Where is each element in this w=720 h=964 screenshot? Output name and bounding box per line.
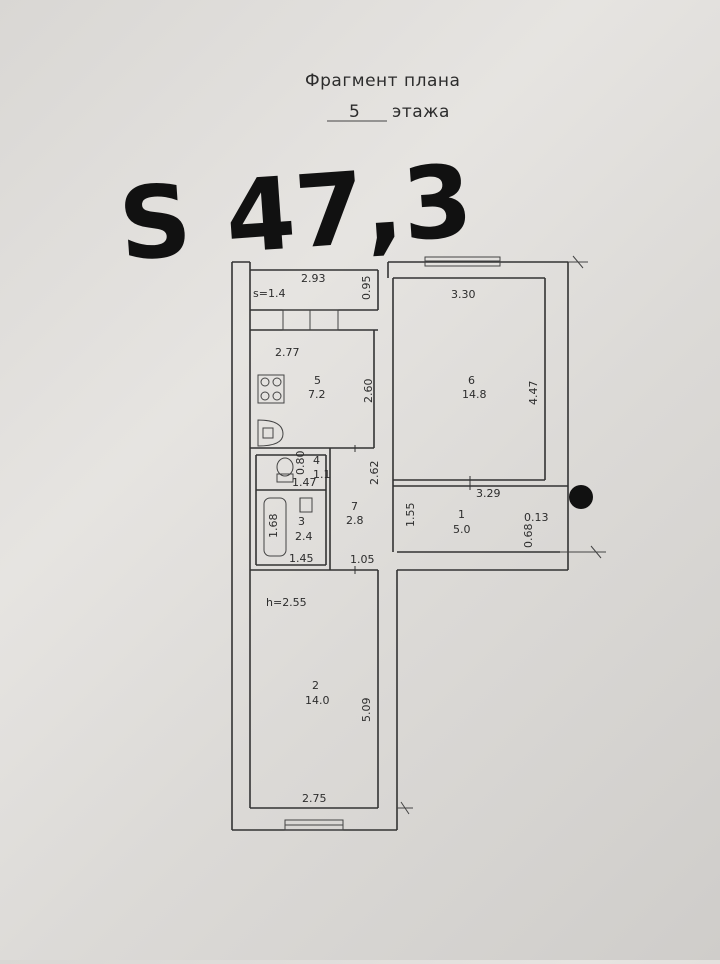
room5-width: 2.77	[275, 346, 300, 359]
room3-depth: 1.68	[267, 514, 280, 539]
plan-title: Фрагмент плана	[305, 71, 460, 91]
floor-number: 5	[349, 102, 360, 122]
room1-depth: 1.55	[404, 503, 417, 528]
room6-area: 14.8	[462, 388, 487, 401]
balcony-depth: 0.95	[360, 276, 373, 301]
stove-icon	[257, 374, 285, 404]
room5-depth: 2.60	[362, 379, 375, 404]
room3-width: 1.45	[289, 552, 314, 565]
extra-dim-a: 0.13	[524, 511, 549, 524]
room1-number: 1	[458, 508, 465, 521]
room6-depth: 4.47	[527, 381, 540, 406]
room2-number: 2	[312, 679, 319, 692]
entrance-door-icon	[569, 485, 593, 509]
balcony-width: 2.93	[301, 272, 326, 285]
room4-width: 0.80	[294, 451, 307, 476]
room4-depth: 1.47	[292, 476, 317, 489]
ceiling-height: h=2.55	[266, 596, 307, 609]
room3-area: 2.4	[295, 530, 313, 543]
room4-area: 1.1	[313, 468, 331, 481]
balcony-area: s=1.4	[253, 287, 285, 300]
outer-walls	[231, 261, 569, 831]
room3-number: 3	[298, 515, 305, 528]
room1-width: 3.29	[476, 487, 501, 500]
room5-number: 5	[314, 374, 321, 387]
room7-number: 7	[351, 500, 358, 513]
room5-area: 7.2	[308, 388, 326, 401]
room1-area: 5.0	[453, 523, 471, 536]
room7-area: 2.8	[346, 514, 364, 527]
sink-icon	[257, 419, 284, 447]
room4-number: 4	[313, 454, 320, 467]
room7-width: 1.05	[350, 553, 375, 566]
room6-number: 6	[468, 374, 475, 387]
extra-dim-b: 0.68	[522, 524, 535, 549]
total-area-handwritten: S 47,3	[115, 142, 476, 283]
room2-area: 14.0	[305, 694, 330, 707]
room2-depth: 5.09	[360, 698, 373, 723]
break-marks	[397, 255, 606, 815]
toilet-icon	[276, 457, 294, 483]
floor-word: этажа	[392, 102, 450, 122]
room2-width: 2.75	[302, 792, 327, 805]
windows	[282, 256, 501, 831]
door-ticks	[299, 445, 471, 574]
room7-depth: 2.62	[368, 461, 381, 486]
room6-width: 3.30	[451, 288, 476, 301]
